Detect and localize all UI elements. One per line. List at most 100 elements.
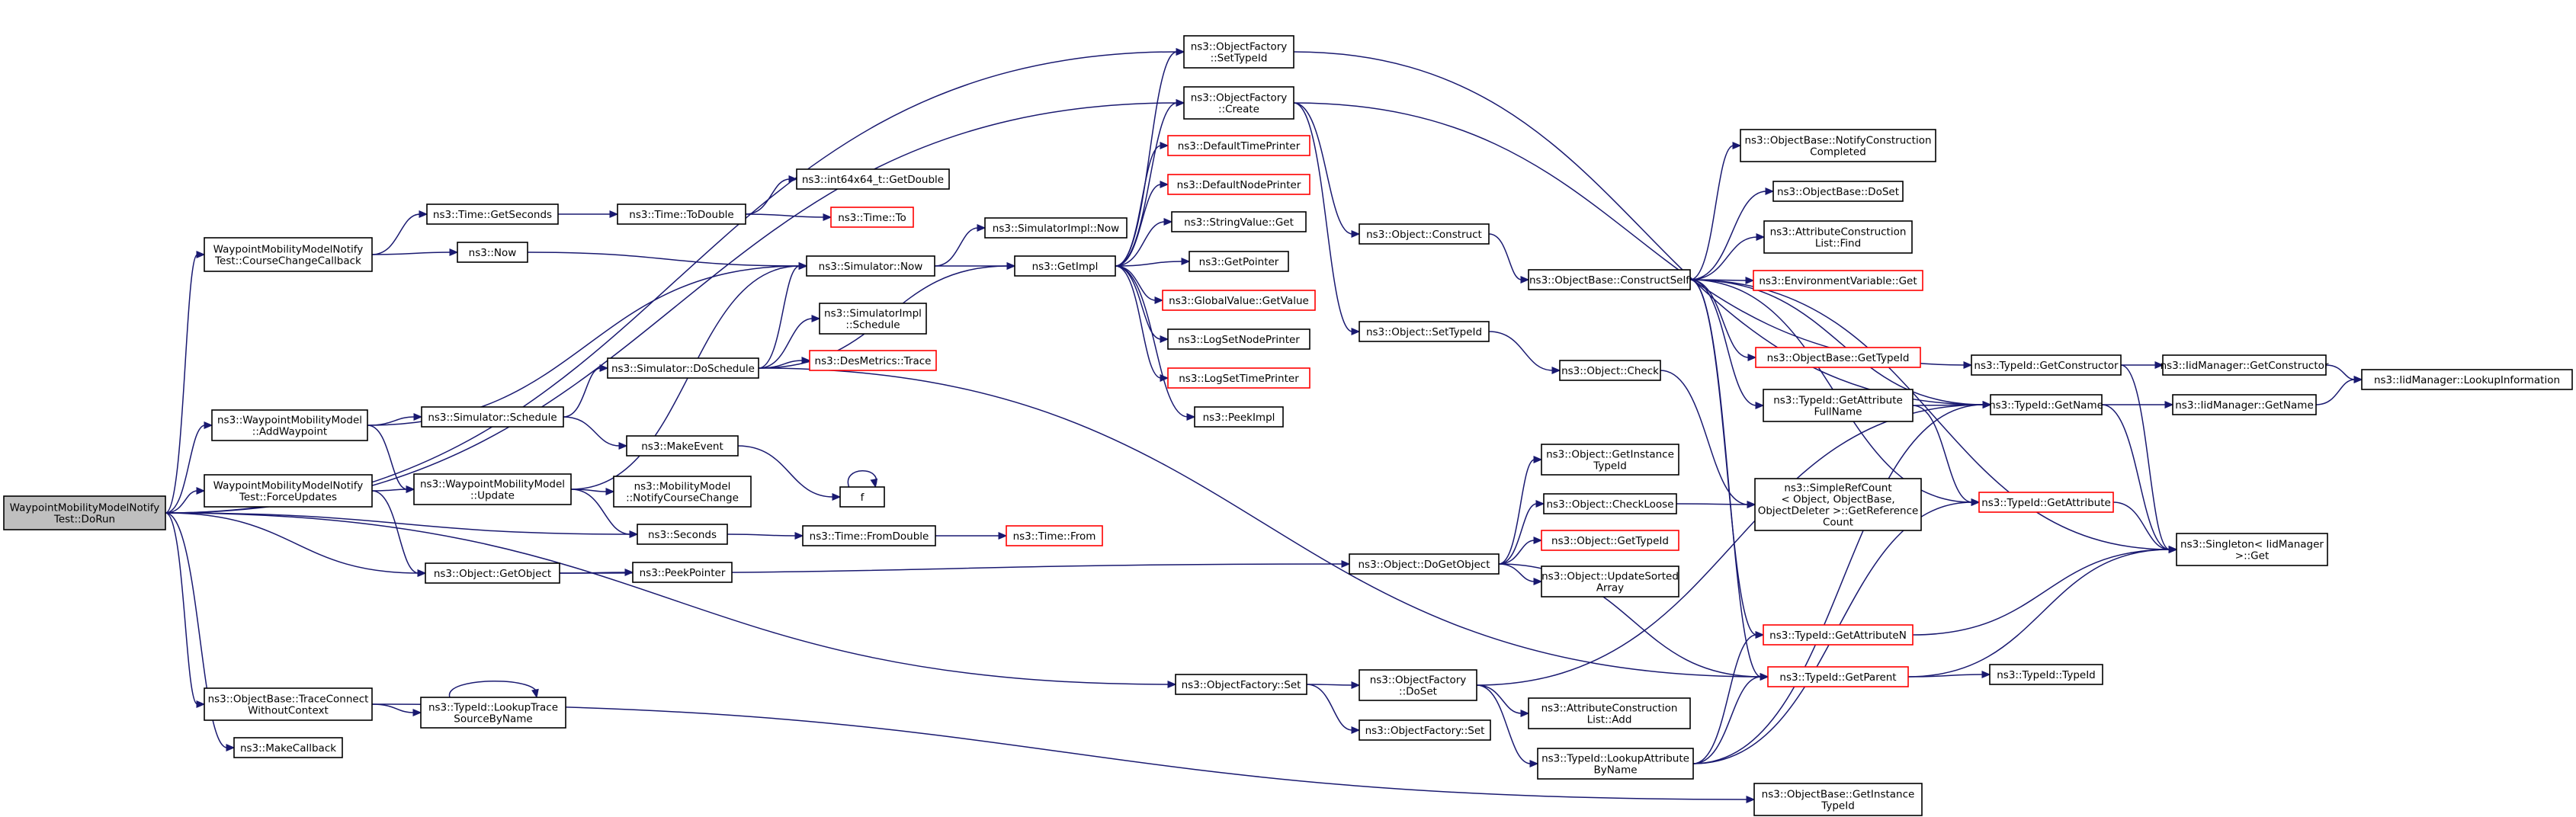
node-ccc[interactable]: WaypointMobilityModelNotifyTest::CourseC… bbox=[204, 237, 373, 272]
edge-line bbox=[1306, 684, 1353, 731]
node-globalvalue[interactable]: ns3::GlobalValue::GetValue bbox=[1162, 290, 1316, 311]
node-lstp[interactable]: ns3::LogSetTimePrinter bbox=[1167, 367, 1310, 389]
node-makecb[interactable]: ns3::MakeCallback bbox=[233, 737, 343, 758]
node-label: List::Add bbox=[1587, 714, 1632, 726]
edge-addwp-to-wpupd bbox=[367, 425, 415, 493]
node-label: ns3::PeekImpl bbox=[1203, 412, 1275, 424]
node-wpupd[interactable]: ns3::WaypointMobilityModel::Update bbox=[413, 473, 572, 505]
node-getconstructor[interactable]: ns3::TypeId::GetConstructor bbox=[1971, 354, 2122, 376]
node-doschedule[interactable]: ns3::Simulator::DoSchedule bbox=[607, 357, 759, 379]
node-iidlookupinfo[interactable]: ns3::IidManager::LookupInformation bbox=[2361, 369, 2573, 390]
node-sched[interactable]: ns3::Simulator::Schedule bbox=[421, 406, 564, 428]
edge-line bbox=[1689, 279, 1762, 678]
edge-arrowhead bbox=[1982, 401, 1992, 408]
node-todouble[interactable]: ns3::Time::ToDouble bbox=[617, 203, 746, 225]
node-makeevent[interactable]: ns3::MakeEvent bbox=[626, 435, 739, 457]
node-fromdouble[interactable]: ns3::Time::FromDouble bbox=[802, 525, 936, 546]
edge-getattrn-to-singleton bbox=[1912, 546, 2178, 636]
node-ofcreate[interactable]: ns3::ObjectFactory::Create bbox=[1183, 86, 1294, 120]
node-ofset2[interactable]: ns3::ObjectFactory::Set bbox=[1359, 719, 1491, 741]
node-ofdoset[interactable]: ns3::ObjectFactory::DoSet bbox=[1359, 669, 1477, 701]
node-f[interactable]: f bbox=[839, 486, 885, 508]
node-iidgetconstructor[interactable]: ns3::IidManager::GetConstructor bbox=[2161, 354, 2329, 376]
node-now[interactable]: ns3::Now bbox=[457, 242, 528, 263]
node-label: >::Get bbox=[2235, 550, 2269, 562]
node-objsettypeid[interactable]: ns3::Object::SetTypeId bbox=[1359, 321, 1490, 342]
node-label: Test::DoRun bbox=[53, 514, 115, 526]
node-obgettypeid[interactable]: ns3::ObjectBase::GetTypeId bbox=[1755, 347, 1921, 368]
node-label: ::SetTypeId bbox=[1211, 53, 1268, 65]
node-getimpl[interactable]: ns3::GetImpl bbox=[1014, 255, 1116, 277]
node-box bbox=[1194, 406, 1284, 428]
node-dnp[interactable]: ns3::DefaultNodePrinter bbox=[1167, 174, 1310, 195]
node-addwp[interactable]: ns3::WaypointMobilityModel::AddWaypoint bbox=[211, 409, 368, 441]
node-box bbox=[204, 237, 373, 272]
node-lsnp[interactable]: ns3::LogSetNodePrinter bbox=[1167, 328, 1310, 350]
node-getobj[interactable]: ns3::Object::GetObject bbox=[425, 562, 560, 584]
node-stringvalue[interactable]: ns3::StringValue::Get bbox=[1171, 211, 1307, 232]
edge-arrowhead bbox=[618, 442, 628, 450]
node-seconds[interactable]: ns3::Seconds bbox=[637, 524, 728, 545]
node-notifycompleted[interactable]: ns3::ObjectBase::NotifyConstructionCompl… bbox=[1740, 129, 1936, 162]
node-iidgetname[interactable]: ns3::IidManager::GetName bbox=[2172, 394, 2317, 415]
node-typeid[interactable]: ns3::TypeId::TypeId bbox=[1989, 664, 2103, 685]
node-simnow[interactable]: ns3::Simulator::Now bbox=[806, 255, 935, 277]
node-label: ns3::Time::From bbox=[1013, 530, 1096, 543]
node-label: FullName bbox=[1814, 406, 1862, 418]
node-getparent[interactable]: ns3::TypeId::GetParent bbox=[1767, 666, 1909, 687]
node-constructself[interactable]: ns3::ObjectBase::ConstructSelf bbox=[1528, 269, 1691, 290]
node-obdoset[interactable]: ns3::ObjectBase::DoSet bbox=[1772, 181, 1904, 202]
node-getsec[interactable]: ns3::Time::GetSeconds bbox=[426, 203, 559, 225]
node-objgettypeid[interactable]: ns3::Object::GetTypeId bbox=[1541, 530, 1679, 551]
node-peekimpl[interactable]: ns3::PeekImpl bbox=[1194, 406, 1284, 428]
node-dogetobject[interactable]: ns3::Object::DoGetObject bbox=[1349, 553, 1500, 575]
edge-dorun-to-ofset bbox=[165, 512, 1177, 688]
node-box bbox=[1543, 493, 1677, 514]
edge-line bbox=[737, 445, 834, 498]
node-simplerefcount[interactable]: ns3::SimpleRefCount< Object, ObjectBase,… bbox=[1754, 478, 1922, 531]
node-objconstruct[interactable]: ns3::Object::Construct bbox=[1359, 223, 1490, 245]
node-ofsettypeid[interactable]: ns3::ObjectFactory::SetTypeId bbox=[1183, 35, 1294, 69]
node-singleton[interactable]: ns3::Singleton< IidManager>::Get bbox=[2176, 533, 2328, 566]
node-peekptr[interactable]: ns3::PeekPointer bbox=[632, 562, 733, 583]
edge-arrowhead bbox=[1341, 560, 1351, 568]
node-ofset[interactable]: ns3::ObjectFactory::Set bbox=[1175, 674, 1307, 695]
edge-line bbox=[1476, 684, 1532, 764]
node-box bbox=[1740, 129, 1936, 162]
node-getattrn[interactable]: ns3::TypeId::GetAttributeN bbox=[1763, 624, 1914, 646]
edge-line bbox=[847, 470, 877, 488]
node-force[interactable]: WaypointMobilityModelNotifyTest::ForceUp… bbox=[204, 474, 373, 508]
node-timeto[interactable]: ns3::Time::To bbox=[830, 207, 914, 228]
node-getpointer[interactable]: ns3::GetPointer bbox=[1189, 251, 1289, 272]
node-box bbox=[1183, 86, 1294, 120]
node-desmetrics[interactable]: ns3::DesMetrics::Trace bbox=[809, 350, 937, 371]
node-getattribute[interactable]: ns3::TypeId::GetAttribute bbox=[1978, 492, 2114, 513]
node-dtp[interactable]: ns3::DefaultTimePrinter bbox=[1167, 135, 1310, 156]
edge-line bbox=[1115, 265, 1189, 418]
node-getname[interactable]: ns3::TypeId::GetName bbox=[1989, 394, 2103, 415]
edge-ccc-to-getsec bbox=[371, 210, 428, 255]
node-int64[interactable]: ns3::int64x64_t::GetDouble bbox=[796, 168, 950, 190]
node-objcheck[interactable]: ns3::Object::Check bbox=[1559, 360, 1661, 381]
edge-line bbox=[563, 367, 601, 418]
node-simimplsched[interactable]: ns3::SimulatorImpl::Schedule bbox=[819, 303, 927, 335]
node-timefrom[interactable]: ns3::Time::From bbox=[1006, 525, 1103, 546]
node-box bbox=[1359, 719, 1491, 741]
node-tcwc[interactable]: ns3::ObjectBase::TraceConnectWithoutCont… bbox=[204, 687, 373, 721]
node-checkloose[interactable]: ns3::Object::CheckLoose bbox=[1543, 493, 1677, 514]
edge-objconstruct-to-constructself bbox=[1488, 233, 1530, 284]
node-simimplnow[interactable]: ns3::SimulatorImpl::Now bbox=[984, 217, 1128, 239]
edge-arrowhead bbox=[204, 421, 213, 429]
node-box bbox=[426, 203, 559, 225]
node-notify[interactable]: ns3::MobilityModel::NotifyCourseChange bbox=[613, 476, 752, 508]
node-envvar[interactable]: ns3::EnvironmentVariable::Get bbox=[1753, 270, 1923, 291]
